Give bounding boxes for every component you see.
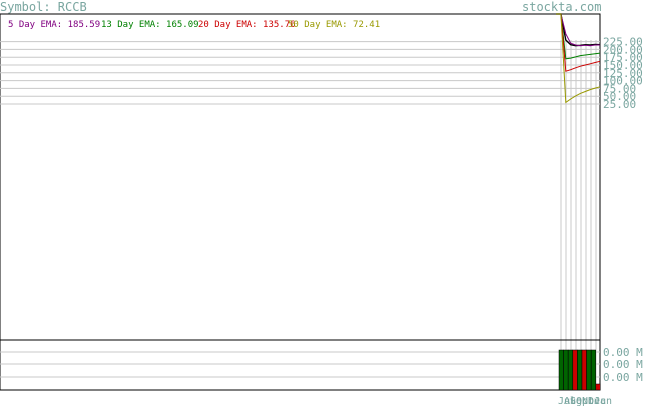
legend-ema5: 5 Day EMA: 185.59 [8, 20, 100, 30]
legend-ema20: 20 Day EMA: 135.76 [198, 20, 296, 30]
legend-ema13: 13 Day EMA: 165.09 [101, 20, 199, 30]
price-panel [0, 13, 601, 341]
price-tick-label: 125.00 [603, 67, 643, 80]
series-line [556, 13, 601, 104]
series-line [556, 13, 601, 60]
legend-ema50: 50 Day EMA: 72.41 [288, 20, 380, 30]
series-line [556, 13, 601, 72]
price-tick-label: 100.00 [603, 75, 643, 88]
price-tick-label: 75.00 [603, 82, 636, 95]
price-tick-label: 25.00 [603, 98, 636, 111]
volume-y-axis: 0.00 M0.00 M0.00 M [603, 346, 643, 384]
volume-bar [567, 349, 573, 391]
volume-bar [586, 349, 592, 391]
date-gridlines [560, 40, 597, 390]
volume-tick-label: 0.00 M [603, 371, 643, 384]
price-y-axis: 25.0050.0075.00100.00125.00150.00175.002… [603, 36, 643, 111]
volume-bar [595, 383, 601, 391]
date-tick-label: Nov [582, 396, 600, 406]
date-tick-label: Sep [570, 396, 588, 406]
volume-gridlines [0, 351, 600, 378]
volume-bar [558, 349, 564, 391]
price-tick-label: 150.00 [603, 59, 643, 72]
date-tick-label: Dec [588, 396, 606, 406]
price-tick-label: 200.00 [603, 43, 643, 56]
volume-bar [563, 349, 569, 391]
price-tick-label: 50.00 [603, 90, 636, 103]
date-tick-label: Jan [594, 396, 612, 406]
volume-tick-label: 0.00 M [603, 358, 643, 371]
volume-tick-label: 0.00 M [603, 346, 643, 359]
date-tick-label: Oct [576, 396, 594, 406]
volume-panel [0, 339, 601, 391]
price-tick-label: 225.00 [603, 36, 643, 49]
symbol-title: Symbol: RCCB [0, 0, 87, 14]
date-tick-label: Aug [564, 396, 582, 406]
price-series [556, 13, 601, 104]
volume-bars [558, 349, 601, 391]
volume-bar [581, 349, 587, 391]
price-tick-label: 175.00 [603, 51, 643, 64]
date-tick-label: Jul [558, 396, 576, 406]
volume-bar [572, 349, 578, 391]
price-gridlines [0, 41, 600, 105]
series-line [556, 13, 600, 47]
brand-watermark: stockta.com [522, 0, 601, 14]
volume-bar [577, 349, 583, 391]
volume-bar [590, 349, 596, 391]
